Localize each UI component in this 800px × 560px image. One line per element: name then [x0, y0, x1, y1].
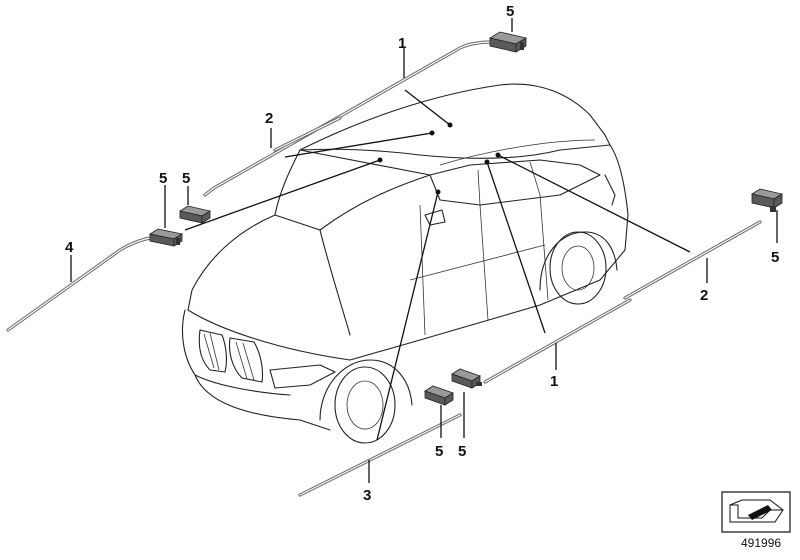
- cable-4: [6, 236, 152, 332]
- callout-5-left-a: 5: [159, 170, 167, 187]
- callout-2-left: 2: [265, 110, 273, 127]
- sensor-unit-icon: [451, 368, 482, 389]
- callout-5-bottom-a: 5: [435, 443, 443, 460]
- callout-5-topright: 5: [506, 3, 514, 20]
- sensor-unit-icon: [488, 31, 528, 53]
- callout-2-right: 2: [700, 287, 708, 304]
- callout-1-right: 1: [550, 373, 558, 390]
- sensor-unit-icon: [750, 188, 784, 212]
- callout-1-top: 1: [398, 35, 406, 52]
- sensor-unit-icon: [148, 228, 184, 247]
- callout-5-right: 5: [771, 249, 779, 266]
- callout-5-bottom-b: 5: [458, 443, 466, 460]
- callout-stubs: [70, 18, 778, 483]
- sensor-unit-icon: [424, 385, 454, 406]
- callout-4: 4: [65, 239, 74, 256]
- callout-5-left-b: 5: [182, 170, 190, 187]
- sensor-unit-icon: [178, 205, 212, 224]
- view-direction-arrow-icon: [721, 491, 791, 533]
- cables: [6, 40, 762, 497]
- callout-3: 3: [363, 487, 371, 504]
- leader-lines: [184, 89, 691, 441]
- car-outline: [181, 83, 629, 444]
- document-number: 491996: [741, 536, 782, 550]
